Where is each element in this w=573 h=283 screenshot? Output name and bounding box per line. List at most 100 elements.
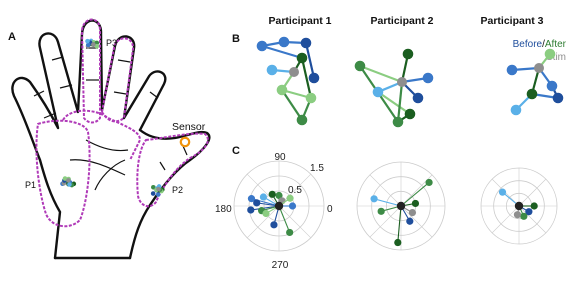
network-node bbox=[266, 64, 278, 76]
stim-cluster-p3 bbox=[85, 38, 100, 49]
p1-label: P1 bbox=[25, 180, 36, 190]
polar-point bbox=[247, 206, 255, 214]
network-node bbox=[544, 48, 556, 60]
polar-point bbox=[530, 202, 538, 210]
polar-point bbox=[520, 212, 528, 220]
network-node bbox=[296, 114, 308, 126]
network-node bbox=[256, 40, 268, 52]
polar-tick-0: 0 bbox=[327, 204, 333, 215]
network-node bbox=[402, 48, 414, 60]
polar-tick-90: 90 bbox=[274, 152, 286, 163]
participant-2-title: Participant 2 bbox=[370, 15, 433, 27]
polar-grid-spoke bbox=[369, 205, 402, 238]
network-participant-2 bbox=[354, 48, 434, 128]
network-edge bbox=[396, 81, 404, 123]
polar-vector bbox=[250, 205, 280, 211]
polar-tick-180: 180 bbox=[215, 204, 232, 215]
p1-stim-dot bbox=[62, 176, 68, 181]
participant-3-title: Participant 3 bbox=[480, 15, 543, 27]
polar-center bbox=[514, 201, 524, 211]
network-participant-3 bbox=[506, 48, 564, 116]
network-edge bbox=[300, 57, 313, 99]
polar-point bbox=[411, 199, 420, 208]
polar-point bbox=[270, 221, 278, 229]
polar-vector bbox=[400, 182, 430, 207]
stim-cluster-p2 bbox=[150, 184, 165, 197]
network-edge bbox=[359, 64, 403, 84]
network-node bbox=[296, 52, 308, 64]
p3-stim-dot bbox=[85, 38, 90, 44]
polar-point bbox=[253, 199, 261, 207]
polar-point bbox=[286, 228, 294, 237]
network-node bbox=[392, 116, 404, 128]
legend-slash: / bbox=[542, 39, 545, 50]
polar-participant-2 bbox=[356, 161, 446, 251]
polar-point bbox=[498, 188, 507, 196]
legend-before: Before bbox=[513, 39, 543, 50]
sensor-marker bbox=[179, 136, 191, 148]
polar-tick-270: 270 bbox=[272, 260, 289, 271]
polar-point bbox=[513, 211, 522, 219]
participant-1-title: Participant 1 bbox=[268, 15, 331, 27]
p1-stim-dot bbox=[66, 178, 71, 183]
network-node bbox=[354, 60, 366, 72]
network-node bbox=[278, 36, 290, 48]
network-node-stim bbox=[534, 63, 544, 73]
stim-cluster-p1 bbox=[60, 176, 77, 188]
polar-center bbox=[274, 201, 284, 211]
legend-after: After bbox=[545, 39, 567, 50]
receptive-fields bbox=[35, 18, 209, 228]
sensor-label: Sensor bbox=[172, 121, 206, 133]
p3-stim-dot bbox=[85, 42, 91, 48]
p2-stim-dot bbox=[151, 184, 156, 190]
polar-vector bbox=[373, 198, 402, 207]
p3-stim-dot bbox=[94, 40, 100, 46]
network-node bbox=[506, 64, 518, 76]
polar-vector bbox=[397, 205, 402, 243]
polar-participant-1 bbox=[233, 160, 325, 252]
polar-grid-spoke bbox=[246, 173, 280, 207]
polar-point bbox=[370, 195, 378, 203]
network-node bbox=[404, 108, 416, 120]
polar-center bbox=[396, 201, 406, 211]
network-node bbox=[305, 92, 317, 104]
polar-grid-spoke bbox=[491, 205, 520, 234]
polar-grid-spoke bbox=[369, 174, 402, 207]
network-node bbox=[546, 80, 558, 92]
legend-stim: Stim bbox=[546, 52, 566, 63]
polar-grid-spoke bbox=[518, 178, 547, 207]
network-node bbox=[300, 37, 312, 49]
polar-grid-spoke bbox=[278, 205, 312, 239]
polar-point bbox=[268, 190, 276, 198]
panel-letter-c: C bbox=[232, 145, 240, 157]
network-participant-1 bbox=[256, 36, 320, 126]
network-node bbox=[308, 72, 320, 84]
p1-stim-dot bbox=[67, 182, 72, 187]
hand-outline bbox=[11, 19, 211, 260]
network-node bbox=[510, 104, 522, 116]
network-node bbox=[526, 88, 538, 100]
p2-stim-dot bbox=[155, 192, 161, 197]
polar-point bbox=[262, 209, 270, 218]
network-node-stim bbox=[397, 77, 407, 87]
legend-before-after: Before/After bbox=[513, 39, 567, 50]
polar-point bbox=[408, 209, 417, 217]
p2-label: P2 bbox=[172, 185, 183, 195]
polar-point bbox=[377, 207, 385, 215]
network-node bbox=[412, 92, 424, 104]
p2-stim-dot bbox=[156, 186, 161, 192]
network-node bbox=[552, 92, 564, 104]
polar-point bbox=[406, 217, 414, 225]
polar-participant-3 bbox=[480, 167, 558, 245]
polar-tick-r-0.5: 0.5 bbox=[288, 185, 302, 196]
p3-stim-dot bbox=[94, 43, 100, 49]
panel-letter-a: A bbox=[8, 31, 16, 43]
network-edge bbox=[377, 91, 411, 115]
polar-grid-spoke bbox=[246, 205, 280, 239]
network-edge bbox=[261, 44, 303, 60]
network-node bbox=[276, 84, 288, 96]
polar-grid-spoke bbox=[400, 205, 433, 238]
polar-point bbox=[275, 191, 283, 200]
network-edge bbox=[281, 89, 303, 121]
